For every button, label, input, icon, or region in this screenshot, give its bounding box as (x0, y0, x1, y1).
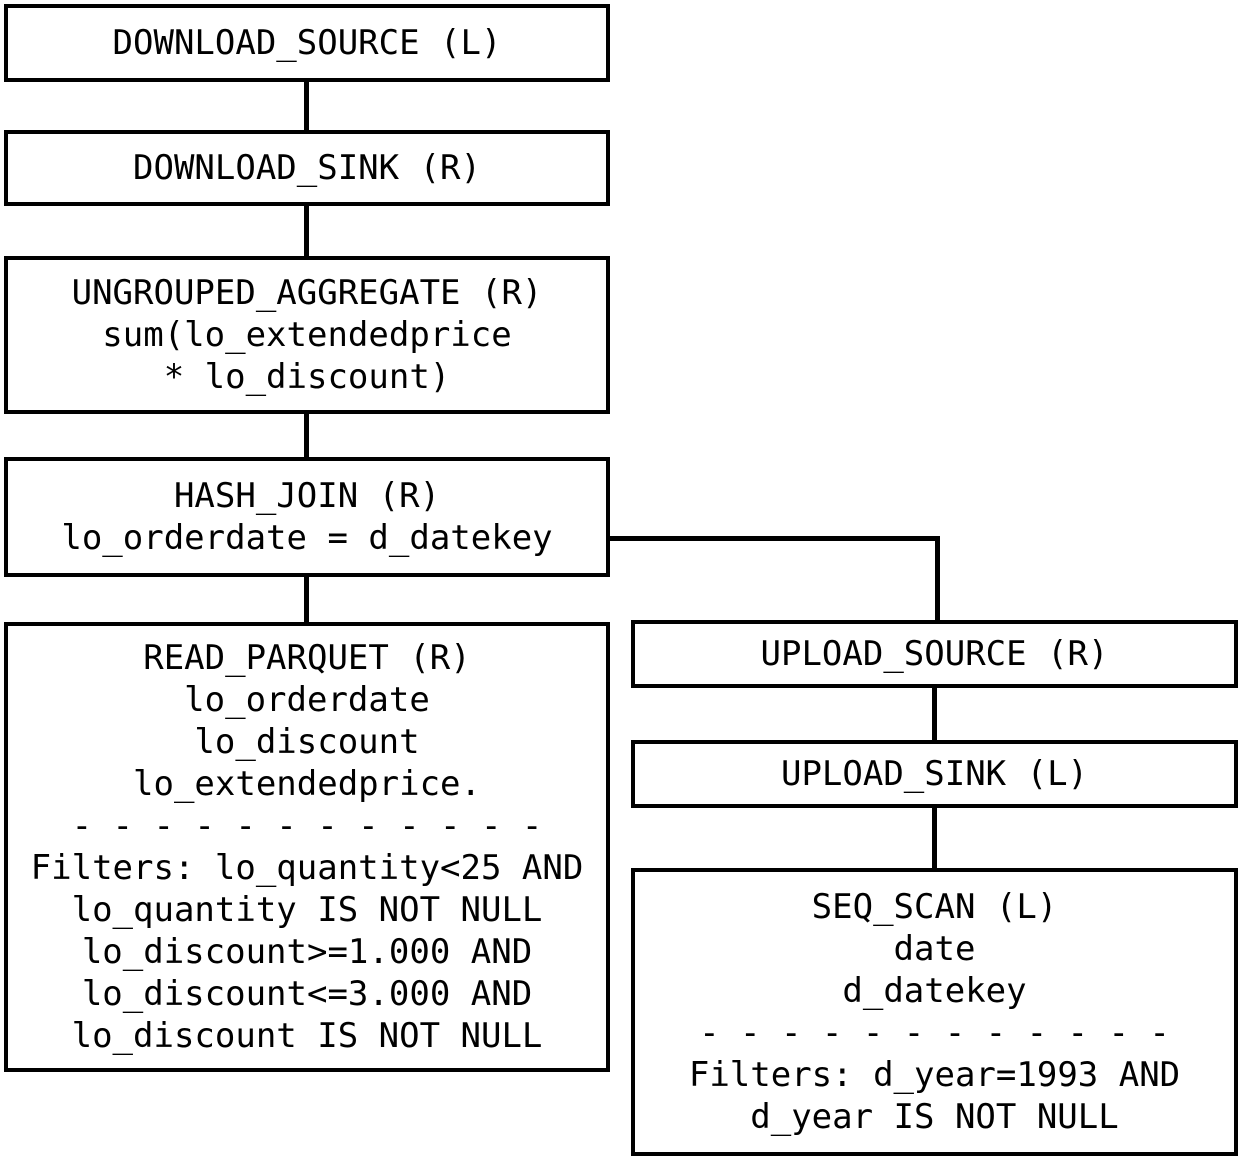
edge-upload-sink-to-seq-scan (932, 805, 937, 871)
node-seq-scan-line-1: date (893, 929, 976, 969)
node-download-sink-line-0: DOWNLOAD_SINK (R) (133, 148, 481, 188)
node-read-parquet-line-1: lo_orderdate (184, 680, 430, 720)
node-read-parquet-line-3: lo_extendedprice. (133, 764, 481, 804)
edge-hash-join-to-upload-source-horizontal (606, 536, 940, 541)
node-ungrouped-aggregate-line-2: * lo_discount) (163, 357, 451, 397)
node-ungrouped-aggregate[interactable]: UNGROUPED_AGGREGATE (R) sum(lo_extendedp… (4, 256, 610, 414)
node-read-parquet-filter-3: lo_discount<=3.000 AND (81, 974, 533, 1014)
node-upload-sink[interactable]: UPLOAD_SINK (L) (631, 740, 1238, 808)
node-download-source-line-0: DOWNLOAD_SOURCE (L) (112, 23, 502, 63)
node-read-parquet-filter-4: lo_discount IS NOT NULL (71, 1016, 543, 1056)
edge-ungrouped-aggregate-to-hash-join (304, 413, 309, 460)
node-read-parquet-filter-0: Filters: lo_quantity<25 AND (30, 848, 584, 888)
node-read-parquet-separator: - - - - - - - - - - - - (71, 806, 543, 846)
node-read-parquet-line-2: lo_discount (194, 722, 420, 762)
node-seq-scan-separator: - - - - - - - - - - - - (699, 1013, 1170, 1053)
node-seq-scan-filter-0: Filters: d_year=1993 AND (688, 1055, 1181, 1095)
edge-upload-source-to-upload-sink (932, 685, 937, 743)
node-seq-scan-line-2: d_datekey (842, 971, 1027, 1011)
node-ungrouped-aggregate-line-0: UNGROUPED_AGGREGATE (R) (71, 273, 543, 313)
node-download-source[interactable]: DOWNLOAD_SOURCE (L) (4, 4, 610, 82)
edge-hash-join-to-upload-source-vertical (935, 536, 940, 624)
node-hash-join[interactable]: HASH_JOIN (R) lo_orderdate = d_datekey (4, 457, 610, 577)
node-download-sink[interactable]: DOWNLOAD_SINK (R) (4, 130, 610, 206)
node-upload-source-line-0: UPLOAD_SOURCE (R) (760, 634, 1109, 674)
edge-download-source-to-download-sink (304, 80, 309, 133)
node-upload-source[interactable]: UPLOAD_SOURCE (R) (631, 620, 1238, 688)
node-hash-join-line-0: HASH_JOIN (R) (173, 476, 441, 516)
node-upload-sink-line-0: UPLOAD_SINK (L) (780, 754, 1089, 794)
node-read-parquet-filter-1: lo_quantity IS NOT NULL (71, 890, 543, 930)
node-ungrouped-aggregate-line-1: sum(lo_extendedprice (102, 315, 512, 355)
node-read-parquet-filter-2: lo_discount>=1.000 AND (81, 932, 533, 972)
node-hash-join-line-1: lo_orderdate = d_datekey (61, 518, 553, 558)
node-seq-scan[interactable]: SEQ_SCAN (L) date d_datekey - - - - - - … (631, 868, 1238, 1156)
node-seq-scan-line-0: SEQ_SCAN (L) (811, 887, 1058, 927)
node-read-parquet[interactable]: READ_PARQUET (R) lo_orderdate lo_discoun… (4, 622, 610, 1072)
edge-hash-join-to-read-parquet (304, 575, 309, 625)
node-read-parquet-line-0: READ_PARQUET (R) (143, 638, 471, 678)
node-seq-scan-filter-1: d_year IS NOT NULL (750, 1097, 1119, 1137)
edge-download-sink-to-ungrouped-aggregate (304, 205, 309, 258)
